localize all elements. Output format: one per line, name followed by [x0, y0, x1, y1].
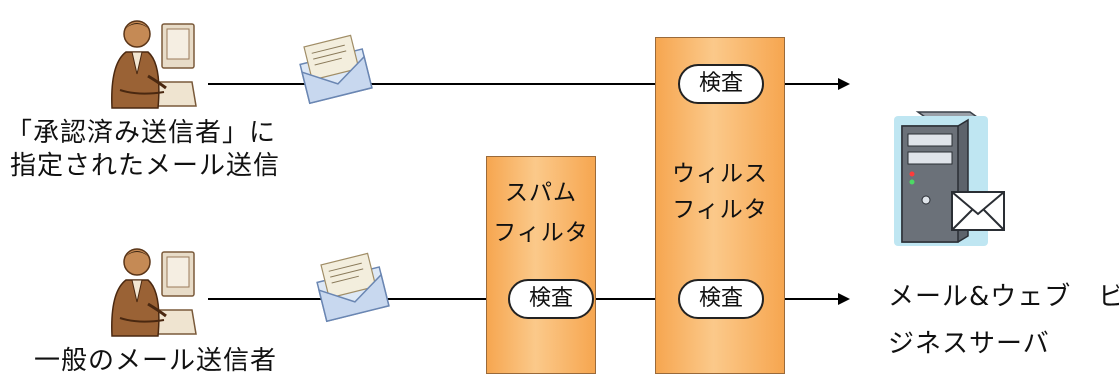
- envelope-letter-icon: [293, 34, 379, 114]
- virus-filter-label-line1: ウィルス: [672, 161, 768, 187]
- general-sender-label: 一般のメール送信者: [34, 346, 278, 376]
- virus-inspection-pill-bottom: 検査: [678, 279, 764, 319]
- envelope-letter-icon: [310, 252, 396, 332]
- spam-inspection-pill: 検査: [508, 279, 594, 319]
- approved-sender-label-line1: 「承認済み送信者」に: [6, 118, 277, 148]
- spam-filter-label-line2: フィルタ: [493, 220, 589, 246]
- virus-filter-label-line2: フィルタ: [672, 197, 768, 223]
- server-label-line1: メール&ウェブ ビ: [888, 282, 1119, 312]
- server-label-line2: ジネスサーバ: [888, 329, 1050, 359]
- spam-filter-label-line1: スパム: [505, 180, 577, 206]
- mail-server-icon: [888, 108, 1014, 256]
- virus-inspection-pill-top: 検査: [678, 64, 764, 104]
- spam-filter-box: スパム フィルタ: [486, 156, 596, 374]
- person-at-computer-icon: [92, 12, 202, 116]
- person-at-computer-icon: [92, 240, 202, 344]
- approved-sender-label-line2: 指定されたメール送信: [10, 151, 281, 181]
